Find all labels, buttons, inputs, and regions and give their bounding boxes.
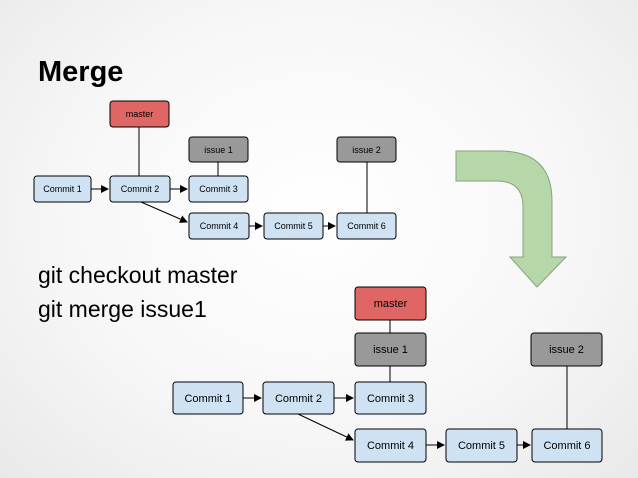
after-edge-c2-c4 (297, 413, 354, 441)
svg-text:Commit 5: Commit 5 (458, 440, 505, 452)
after-head-master: master (354, 286, 427, 321)
svg-text:issue 2: issue 2 (549, 344, 584, 356)
svg-text:Commit 3: Commit 3 (199, 184, 238, 194)
after-branch-issue1: issue 1 (354, 332, 427, 367)
before-commit-6: Commit 6 (336, 212, 397, 240)
before-commit-5: Commit 5 (263, 212, 324, 240)
after-commit-4: Commit 4 (354, 428, 427, 463)
before-edge-c2-c4 (140, 201, 188, 223)
svg-text:issue 2: issue 2 (352, 145, 381, 155)
svg-text:Commit 4: Commit 4 (200, 221, 239, 231)
after-commit-2: Commit 2 (262, 381, 335, 415)
after-diagram: master issue 1 issue 2 Commit 1 Commit 2 (172, 286, 603, 463)
svg-text:Commit 2: Commit 2 (275, 393, 322, 405)
command-merge: git merge issue1 (38, 296, 207, 322)
slide-title: Merge (38, 56, 124, 88)
svg-text:Commit 1: Commit 1 (43, 184, 82, 194)
before-diagram: master issue 1 issue 2 Commit 1 Commit 2 (33, 100, 397, 240)
svg-text:Commit 6: Commit 6 (347, 221, 386, 231)
before-commit-1: Commit 1 (33, 175, 92, 203)
after-commit-1: Commit 1 (172, 381, 244, 415)
before-head-master: master (109, 100, 170, 128)
after-commit-6: Commit 6 (531, 428, 603, 463)
before-branch-issue1: issue 1 (188, 136, 249, 163)
after-commit-3: Commit 3 (354, 381, 427, 415)
after-commit-5: Commit 5 (445, 428, 518, 463)
svg-text:issue 1: issue 1 (373, 344, 408, 356)
svg-text:Commit 6: Commit 6 (543, 440, 590, 452)
svg-text:Commit 4: Commit 4 (367, 440, 414, 452)
svg-text:issue 1: issue 1 (204, 145, 233, 155)
before-commit-4: Commit 4 (188, 212, 250, 240)
svg-text:Commit 2: Commit 2 (121, 184, 160, 194)
after-branch-issue2: issue 2 (530, 332, 603, 367)
svg-text:Commit 5: Commit 5 (274, 221, 313, 231)
svg-text:master: master (374, 298, 408, 310)
svg-text:master: master (126, 109, 154, 119)
before-commit-2: Commit 2 (109, 175, 171, 203)
command-checkout: git checkout master (38, 262, 238, 288)
svg-text:Commit 3: Commit 3 (367, 393, 414, 405)
before-commit-3: Commit 3 (188, 175, 249, 203)
before-branch-issue2: issue 2 (336, 136, 397, 163)
curved-arrow-down-icon (455, 150, 568, 288)
svg-text:Commit 1: Commit 1 (184, 393, 231, 405)
